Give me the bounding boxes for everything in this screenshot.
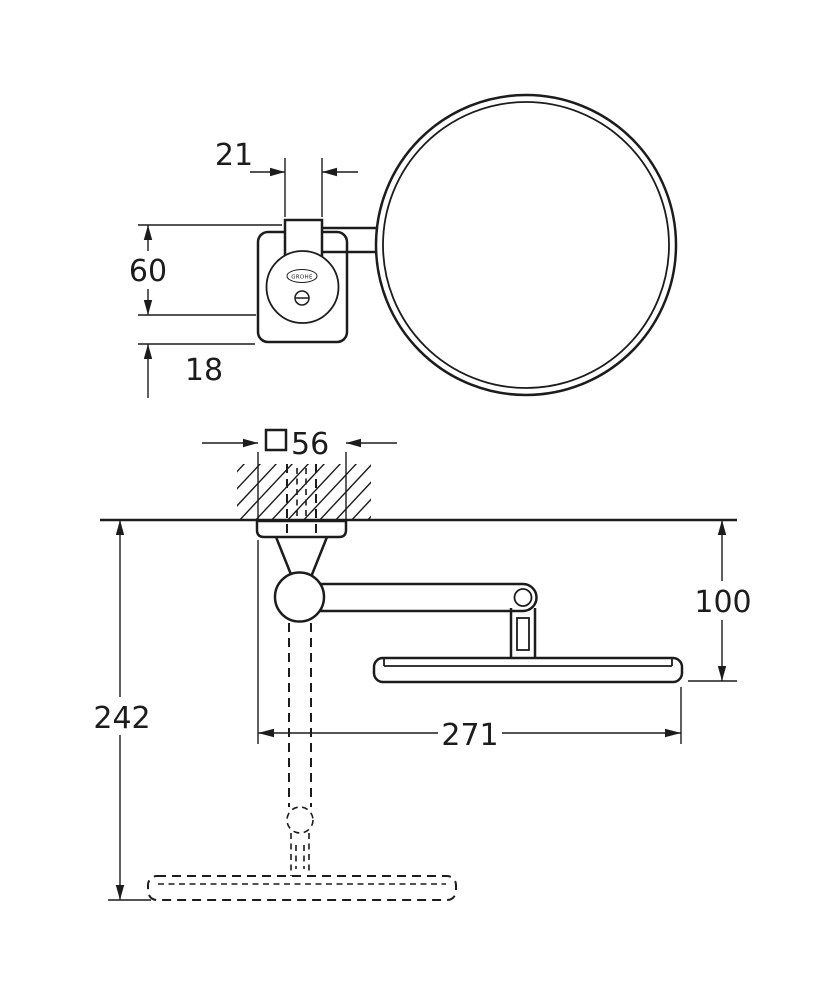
arrowhead	[346, 438, 361, 448]
arrowhead	[717, 666, 727, 681]
arrowhead	[258, 728, 274, 738]
arrowhead	[115, 520, 125, 535]
arrowhead	[243, 438, 258, 448]
hidden-mirror-down-position	[147, 623, 457, 901]
arrowhead	[717, 520, 727, 535]
dim-label-bracket-height: 60	[129, 254, 167, 289]
dimension-mount-square: 56	[202, 427, 397, 519]
wall-hatching	[237, 464, 371, 521]
arrowhead	[115, 885, 125, 900]
dim-label-overall-height: 242	[93, 701, 150, 736]
mounting-screw-icon	[294, 290, 310, 306]
arrowhead	[143, 344, 153, 359]
arrowhead	[143, 300, 153, 315]
mirror-stem	[509, 608, 537, 658]
dimension-projection: 271	[257, 540, 682, 753]
dimension-overall-height: 242	[90, 520, 154, 901]
dimension-bracket-offset: 18	[138, 343, 255, 398]
mirror-side-profile	[372, 656, 684, 684]
mirror-arm-top	[322, 226, 376, 254]
dimension-bracket-height: 60	[127, 224, 282, 316]
dim-label-bracket-offset: 18	[185, 353, 223, 388]
stem-slot	[516, 617, 530, 651]
arrowhead	[270, 167, 285, 177]
arrowhead	[322, 167, 337, 177]
dim-label-mirror-drop: 100	[694, 585, 751, 620]
hidden-mount-lines	[286, 464, 317, 536]
arrowhead	[665, 728, 681, 738]
hidden-pivot	[286, 806, 314, 834]
bracket-plate-circle	[265, 250, 340, 324]
mount-neck	[274, 536, 329, 578]
dim-label-projection: 271	[441, 718, 498, 753]
swivel-arm	[319, 582, 538, 613]
mirror-inner-rim	[382, 101, 670, 389]
dimension-mirror-drop: 100	[688, 520, 754, 682]
mount-flange	[255, 519, 348, 539]
arm-pivot	[513, 588, 533, 607]
side-view: 56 271 100 242	[90, 427, 754, 901]
grohe-logo-text: GROHE	[291, 275, 313, 281]
arm-clamp	[283, 218, 324, 258]
hidden-mirror-profile	[147, 875, 457, 901]
ball-joint	[273, 571, 326, 623]
grohe-logo: GROHE	[286, 269, 318, 283]
front-view: GROHE 21 60	[127, 93, 678, 398]
square-symbol-icon	[264, 428, 288, 452]
mirror-outer-rim	[374, 93, 678, 397]
dim-label-mount-square: 56	[291, 427, 329, 462]
dimension-arm-width: 21	[215, 138, 358, 217]
arrowhead	[143, 225, 153, 240]
dim-label-arm-width: 21	[215, 138, 253, 173]
